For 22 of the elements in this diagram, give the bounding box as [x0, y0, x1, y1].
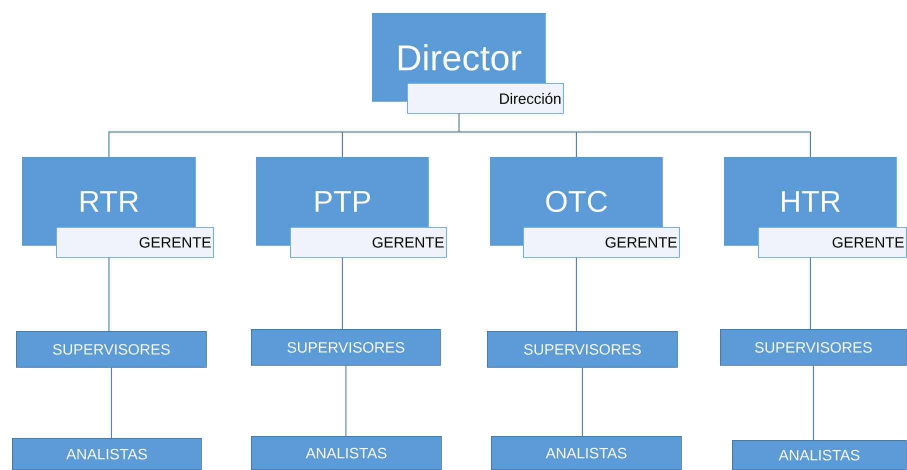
connector-line	[582, 367, 583, 436]
org-box: RTR GERENTE	[22, 156, 214, 258]
org-box: OTC GERENTE	[490, 156, 680, 258]
connector-line	[458, 113, 811, 158]
org-box: SUPERVISORES	[16, 330, 207, 368]
org-box: ANALISTAS	[732, 440, 907, 470]
connector-line	[576, 257, 577, 332]
org-box: ANALISTAS	[12, 438, 202, 470]
org-box: SUPERVISORES	[720, 328, 907, 366]
org-box: SUPERVISORES	[251, 328, 441, 366]
connector-line	[810, 257, 811, 330]
org-box: SUPERVISORES	[487, 330, 678, 368]
connector-line	[345, 365, 346, 436]
connector-line	[110, 367, 112, 438]
org-box: PTP GERENTE	[256, 156, 447, 258]
connector-line	[342, 257, 343, 330]
connector-line	[812, 365, 814, 440]
org-box: Director Dirección	[372, 13, 564, 114]
org-box: HTR GERENTE	[724, 156, 907, 258]
org-box: ANALISTAS	[251, 436, 442, 470]
connector-line	[108, 257, 110, 332]
org-box: ANALISTAS	[491, 436, 682, 470]
